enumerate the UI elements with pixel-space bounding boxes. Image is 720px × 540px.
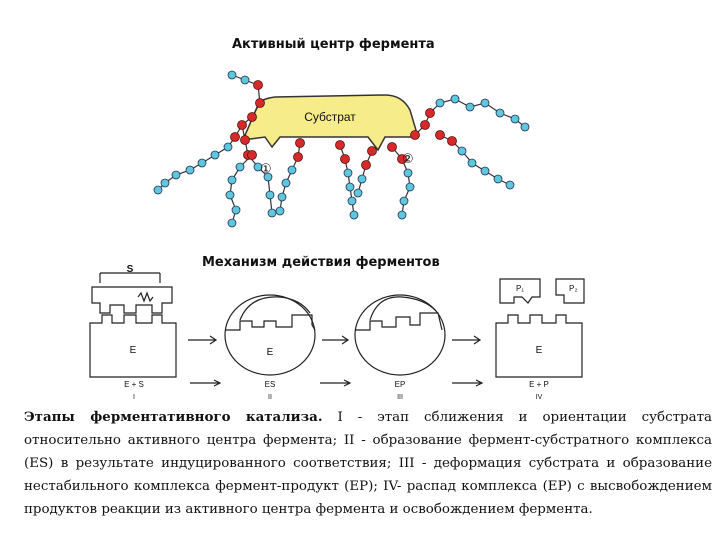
bottom-arrow-1 xyxy=(190,379,222,387)
arrow-3 xyxy=(452,335,482,345)
mechanism-title: Механизм действия ферментов xyxy=(202,255,440,270)
stage-numeral-1: I xyxy=(133,394,135,401)
caption-bold: Этапы ферментативного катализа. xyxy=(24,409,323,425)
chain-beads xyxy=(153,70,530,228)
caption: Этапы ферментативного катализа. I - этап… xyxy=(24,406,712,521)
es-complex xyxy=(224,294,316,376)
label-s: S xyxy=(127,265,134,275)
ep-interface xyxy=(355,312,443,331)
substrate-label: Субстрат xyxy=(304,110,356,124)
enzyme-block-1 xyxy=(89,314,177,378)
substrate-block xyxy=(91,286,173,314)
product-p2 xyxy=(555,278,585,304)
product-p1 xyxy=(499,278,541,304)
es-interface xyxy=(225,314,316,331)
stage-numeral-3: III xyxy=(397,394,403,401)
label-e1: E xyxy=(130,345,137,356)
substrate-bond xyxy=(137,291,154,303)
arrow-1 xyxy=(188,335,218,345)
enzyme-block-2 xyxy=(495,314,583,378)
stage-label-4: E + P xyxy=(529,380,549,389)
active-center-figure: Субстрат ① ② xyxy=(153,70,530,228)
stage-label-2: ES xyxy=(265,380,276,389)
ep-product xyxy=(369,296,437,321)
active-center-title: Активный центр фермента xyxy=(232,37,435,52)
bottom-arrow-3 xyxy=(452,379,484,387)
caption-text: I - этап сближения и ориентации субстрат… xyxy=(24,410,712,517)
ep-complex xyxy=(354,294,446,376)
active-site-beads xyxy=(230,80,457,170)
marker-1: ① xyxy=(260,162,272,177)
label-p2: P₂ xyxy=(569,284,577,293)
substrate-bracket xyxy=(99,272,161,283)
es-substrate xyxy=(239,296,311,321)
label-e3: E xyxy=(536,345,543,356)
stage-label-1: E + S xyxy=(124,380,144,389)
label-p1: P₁ xyxy=(516,284,524,293)
arrow-2 xyxy=(322,335,350,345)
label-e2: E xyxy=(267,347,274,358)
stage-numeral-4: IV xyxy=(536,394,543,401)
stage-label-3: EP xyxy=(395,380,406,389)
mechanism-figure: S E E P₁ P₂ E E + S ES EP E + P I II III… xyxy=(89,265,585,401)
marker-2: ② xyxy=(402,152,414,167)
stage-numeral-2: II xyxy=(268,394,272,401)
bottom-arrow-2 xyxy=(320,379,352,387)
